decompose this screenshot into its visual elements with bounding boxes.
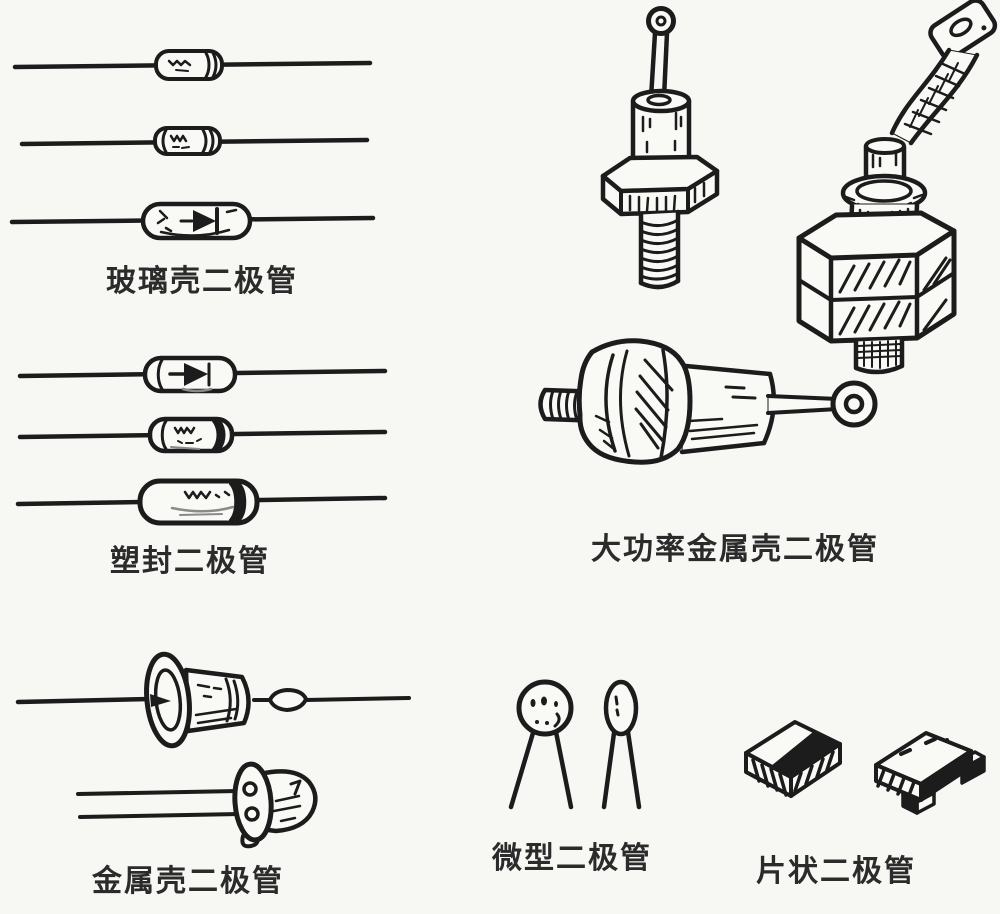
label-glass-diode: 玻璃壳二极管 [106, 265, 298, 298]
glass-diode-large-drawing [9, 201, 376, 241]
label-high-power-metal-diode: 大功率金属壳二极管 [591, 533, 879, 566]
label-miniature-diode: 微型二极管 [492, 842, 652, 875]
stud-diode-eyelet-lead-drawing [538, 338, 878, 465]
label-metal-shell-diode: 金属壳二极管 [92, 865, 284, 898]
stud-diode-braided-lead-drawing [796, 0, 998, 375]
metal-diode-axial-flange-drawing [15, 651, 411, 749]
chip-diode-gullwing-drawing [874, 731, 986, 815]
glass-diode-medium-drawing [19, 126, 370, 156]
mini-diode-front-view-drawing [508, 679, 574, 810]
plastic-diode-band-large-drawing [15, 478, 388, 526]
plastic-diode-band-small-drawing [17, 416, 388, 454]
stud-diode-loop-terminal-drawing [600, 6, 720, 290]
label-plastic-diode: 塑封二极管 [110, 545, 270, 578]
glass-diode-small-drawing [12, 49, 373, 81]
mini-diode-side-view-drawing [601, 679, 642, 810]
metal-diode-can-drawing [76, 761, 318, 849]
chip-diode-flat-drawing [744, 720, 842, 798]
plastic-diode-arrow-drawing [17, 355, 388, 394]
label-chip-diode: 片状二极管 [756, 855, 916, 888]
